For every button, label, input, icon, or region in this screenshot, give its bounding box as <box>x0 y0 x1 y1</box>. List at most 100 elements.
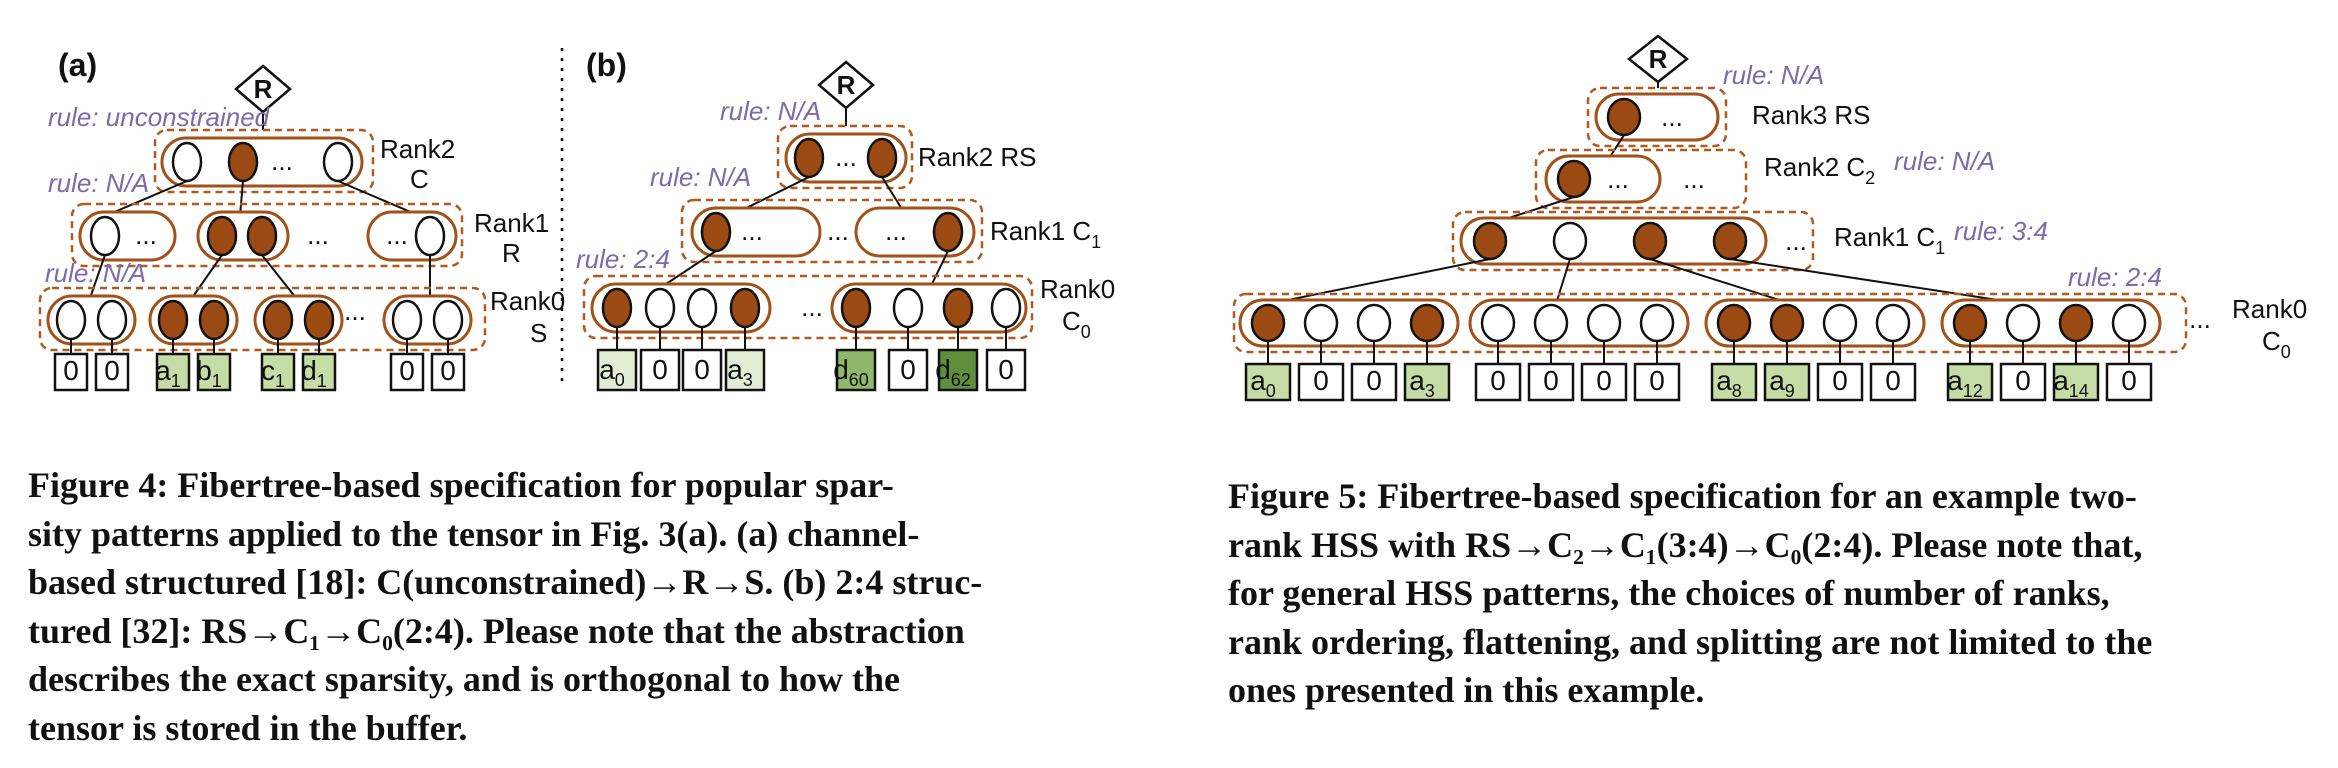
fiber-node <box>2111 303 2147 343</box>
fiber-node <box>1409 303 1445 343</box>
leaf-value: 0 <box>694 354 710 385</box>
rank-label: Rank2 <box>380 134 455 164</box>
leaf-box <box>1474 362 1522 402</box>
fiber-node <box>1875 303 1911 343</box>
leaf-box <box>260 352 296 392</box>
leaf-value: 0 <box>104 355 120 386</box>
leaf-value: 0 <box>652 354 668 385</box>
rank-label: Rank1 C1 <box>1834 222 1945 258</box>
leaf-value: d1 <box>301 355 327 391</box>
fiber-node <box>1303 303 1339 343</box>
leaf-value: 0 <box>1490 365 1506 396</box>
caption-line: ones presented in this example. <box>1228 670 1705 710</box>
leaf-box <box>1946 362 1994 402</box>
root-node-icon: R <box>234 64 292 130</box>
rank-name: R <box>502 238 521 268</box>
rule-label: rule: N/A <box>48 168 149 198</box>
rank-label: Rank0 <box>1040 274 1115 304</box>
svg-text:...: ... <box>1661 102 1683 132</box>
leaf-box <box>1710 362 1758 402</box>
rule-label: rule: 3:4 <box>1954 216 2048 246</box>
leaf-value: a14 <box>2053 365 2089 401</box>
rank-label: Rank0 <box>490 286 565 316</box>
leaf-box <box>887 348 929 392</box>
leaf-box <box>596 348 638 392</box>
rank-label: Rank2 C2 <box>1764 152 1875 188</box>
leaf-box <box>1633 362 1681 402</box>
caption-line: sity patterns applied to the tensor in F… <box>28 513 920 554</box>
leaf-value: a3 <box>1409 365 1435 401</box>
rank-name: C <box>410 164 429 194</box>
caption-line: based structured [18]: C(unconstrained)→… <box>28 562 983 602</box>
leaf-value: 0 <box>1543 365 1559 396</box>
leaf-value: a0 <box>1250 365 1276 401</box>
fiber <box>1940 298 2162 348</box>
rank-label: Rank1 <box>474 208 549 238</box>
rule-label: rule: 2:4 <box>576 244 670 274</box>
fiber-node <box>1250 303 1286 343</box>
svg-text:...: ... <box>386 220 408 250</box>
svg-text:...: ... <box>2189 304 2211 334</box>
fig4-panel-a: (a) R rule: unconstrained ... Rank2 C ru… <box>38 47 565 392</box>
leaf-value: d60 <box>833 354 869 390</box>
leaf-box <box>681 348 723 392</box>
rank-label: Rank3 RS <box>1752 100 1871 130</box>
leaf-box <box>1297 362 1345 402</box>
leaf-value: 0 <box>399 355 415 386</box>
rank-name: S <box>530 318 547 348</box>
leaf-value: b1 <box>196 355 222 391</box>
leaf-box <box>301 352 337 392</box>
fig4-panel-b: (b) R rule: N/A ... Rank2 RS rule: N/A .… <box>576 47 1115 392</box>
leaf-value: a0 <box>599 354 625 390</box>
caption-line: describes the exact sparsity, and is ort… <box>28 659 900 699</box>
rule-label: rule: N/A <box>720 96 821 126</box>
fiber-node <box>2005 303 2041 343</box>
leaf-value: a9 <box>1769 365 1795 401</box>
leaf-box <box>937 348 979 392</box>
svg-text:...: ... <box>1785 226 1807 256</box>
fiber-node <box>1822 303 1858 343</box>
leaf-box <box>835 348 877 392</box>
leaf-box <box>196 352 232 392</box>
svg-text:...: ... <box>835 142 857 172</box>
leaf-box <box>1763 362 1811 402</box>
fiber-node <box>1716 303 1752 343</box>
leaf-value: d62 <box>935 354 971 390</box>
fiber-node <box>2058 303 2094 343</box>
rule-label: rule: N/A <box>650 162 751 192</box>
leaf-box <box>1869 362 1917 402</box>
fiber-node <box>1586 303 1622 343</box>
caption-line: tensor is stored in the buffer. <box>28 707 468 748</box>
leaf-box <box>1403 362 1451 402</box>
svg-text:R: R <box>1649 44 1668 74</box>
leaf-value: 0 <box>998 354 1014 385</box>
fiber-node <box>1480 303 1516 343</box>
leaf-value: 0 <box>63 355 79 386</box>
leaf-box <box>1816 362 1864 402</box>
svg-text:...: ... <box>344 296 366 326</box>
rule-label: rule: unconstrained <box>48 102 271 132</box>
leaf-value: a3 <box>727 354 753 390</box>
rank0-fibers <box>1238 298 2162 348</box>
fiber-node <box>1639 303 1675 343</box>
panel-a-label: (a) <box>58 47 97 83</box>
caption-line: Figure 4: Fibertree-based specification … <box>28 465 894 505</box>
leaf-box <box>430 352 466 392</box>
fiber <box>1704 298 1926 348</box>
leaf-value: 0 <box>2121 365 2137 396</box>
svg-text:...: ... <box>271 146 293 176</box>
leaf-box <box>2105 362 2153 402</box>
svg-text:...: ... <box>827 216 849 246</box>
leaf-box <box>155 352 191 392</box>
leaf-value: 0 <box>1832 365 1848 396</box>
leaf-box <box>1527 362 1575 402</box>
leaf-value: 0 <box>440 355 456 386</box>
caption-line: for general HSS patterns, the choices of… <box>1228 573 2110 613</box>
svg-text:...: ... <box>801 292 823 322</box>
fiber <box>1238 298 1460 348</box>
leaf-box <box>724 348 766 392</box>
leaf-box <box>639 348 681 392</box>
